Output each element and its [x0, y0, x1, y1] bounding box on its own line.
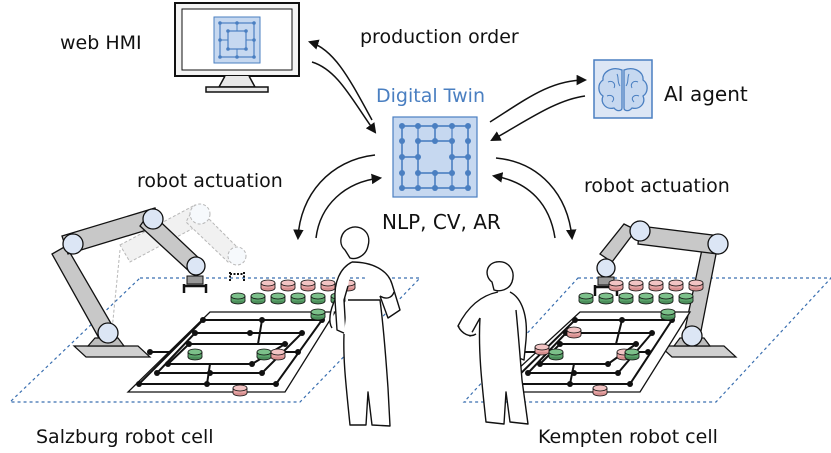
salzburg-cell-boundary — [8, 277, 422, 403]
kempten-cell-label: Kempten robot cell — [538, 426, 718, 448]
robot-actuation-left-label: robot actuation — [137, 170, 283, 192]
piece-red — [270, 348, 286, 361]
piece-red — [232, 384, 248, 397]
arrow-twin-to-ai — [489, 74, 588, 123]
piece-red — [534, 343, 550, 356]
piece-green — [256, 348, 272, 361]
monitor-icon — [174, 2, 300, 93]
arrows — [293, 39, 588, 241]
piece-green — [187, 348, 203, 361]
arrow-twin-to-kempten — [495, 157, 577, 241]
production-order-label: production order — [360, 26, 519, 48]
arrow-twin-to-salzburg — [293, 154, 376, 241]
hmi-grid-icon — [213, 16, 261, 64]
kempten-cell-boundary — [462, 277, 831, 403]
robot-arm-icon — [51, 207, 245, 358]
arrow-salzburg-to-twin — [315, 173, 383, 239]
piece-red — [566, 326, 582, 339]
person-icon — [329, 226, 401, 427]
web-hmi-label: web HMI — [60, 32, 142, 54]
arrow-twin-to-hmi — [308, 39, 373, 121]
salzburg-game-board — [126, 311, 337, 393]
arrow-hmi-to-twin — [311, 61, 377, 134]
robot-arm-icon — [593, 220, 738, 358]
person-icon — [457, 261, 529, 425]
capabilities-label: NLP, CV, AR — [382, 210, 501, 234]
piece-red — [592, 384, 608, 397]
ai-agent-label: AI agent — [664, 82, 748, 106]
robot-actuation-right-label: robot actuation — [584, 175, 730, 197]
digital-twin-label: Digital Twin — [376, 85, 485, 107]
piece-green — [548, 348, 564, 361]
grid-network-icon — [392, 116, 478, 198]
piece-green — [624, 348, 640, 361]
brain-icon — [593, 59, 653, 119]
salzburg-cell — [8, 203, 422, 403]
arrow-kempten-to-twin — [491, 172, 556, 239]
salzburg-cell-label: Salzburg robot cell — [36, 426, 214, 448]
arrow-ai-to-twin — [490, 95, 586, 142]
